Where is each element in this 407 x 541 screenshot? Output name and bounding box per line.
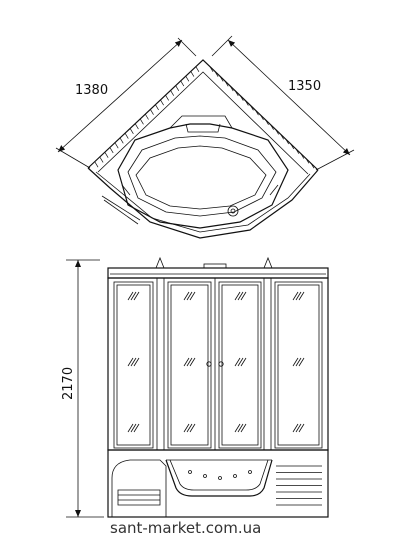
- front-view-elevation: [107, 256, 329, 518]
- dimension-label-1380: 1380: [75, 83, 108, 98]
- glass-reflection-marks: [127, 291, 305, 433]
- dimension-label-1350: 1350: [288, 79, 321, 94]
- base-vents: [276, 465, 322, 506]
- dimension-label-2170: 2170: [61, 367, 76, 400]
- dimension-width-left: 1380: [55, 37, 197, 169]
- dimension-height: 2170: [61, 259, 104, 518]
- dimension-width-right: 1350: [211, 35, 355, 171]
- top-view-plan: [87, 59, 319, 239]
- watermark-text: sant-market.com.ua: [110, 519, 261, 537]
